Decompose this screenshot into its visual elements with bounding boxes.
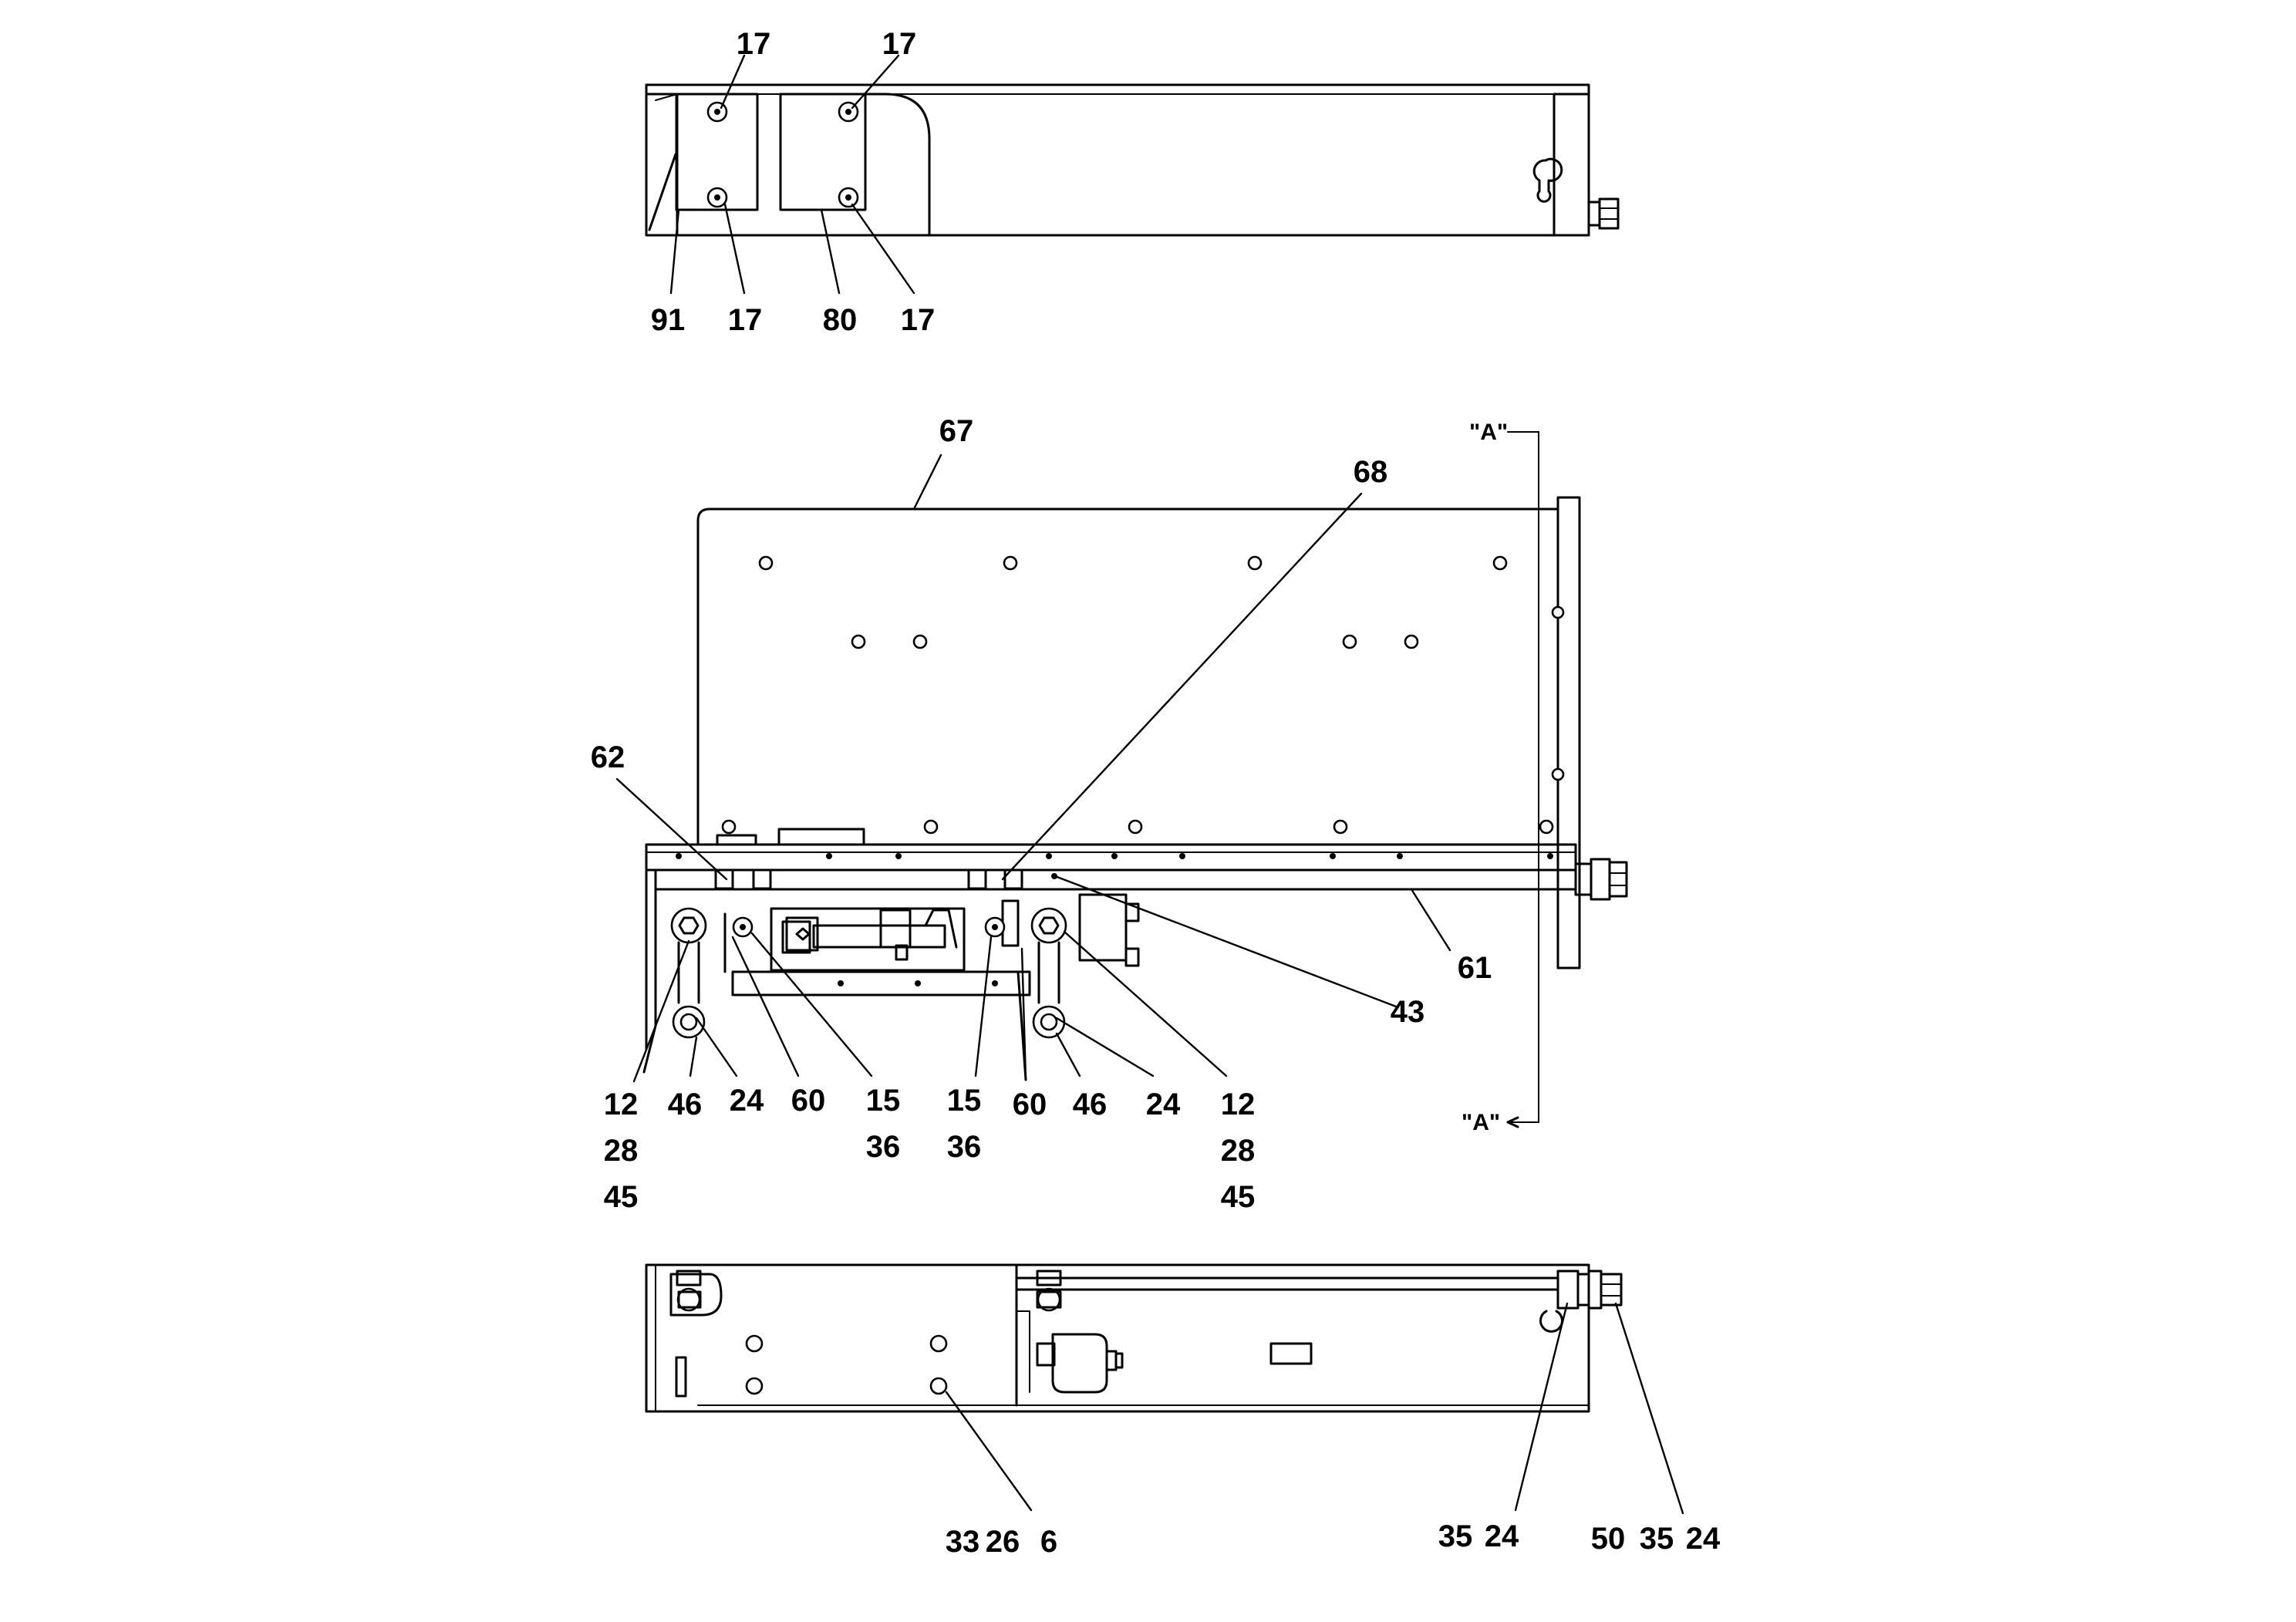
callout-33: 33 [946, 1525, 980, 1559]
callout-17-bottom-left: 17 [728, 303, 763, 337]
callout-17-top-left: 17 [737, 27, 771, 61]
callout-24-bottom-right: 24 [1686, 1522, 1721, 1556]
callout-24-right: 24 [1146, 1088, 1181, 1121]
callout-12-left: 12 [604, 1088, 639, 1121]
callout-17-top-right: 17 [882, 27, 917, 61]
middle-view: "A" "A" 67 68 62 61 43 12 28 45 46 24 60… [591, 414, 1628, 1214]
callout-46-right: 46 [1073, 1088, 1108, 1121]
callout-91: 91 [651, 303, 686, 337]
callout-67: 67 [939, 414, 974, 448]
callout-68: 68 [1354, 455, 1388, 489]
callout-15-left: 15 [866, 1084, 901, 1118]
section-mark-a-top: "A" [1469, 420, 1508, 445]
callout-28-right: 28 [1221, 1134, 1256, 1168]
callout-36-left: 36 [866, 1130, 901, 1164]
callout-50: 50 [1591, 1522, 1626, 1556]
callout-80: 80 [823, 303, 858, 337]
callout-62: 62 [591, 740, 625, 774]
callout-15-right: 15 [947, 1084, 982, 1118]
callout-28-left: 28 [604, 1134, 639, 1168]
callout-6: 6 [1040, 1525, 1057, 1559]
callout-60-right: 60 [1013, 1088, 1047, 1121]
callout-17-bottom-right: 17 [901, 303, 936, 337]
callout-36-right: 36 [947, 1130, 982, 1164]
callout-26: 26 [986, 1525, 1020, 1559]
callout-24-bottom-left: 24 [1485, 1519, 1519, 1553]
top-view: 17 17 91 17 80 17 [645, 27, 1620, 337]
callout-43: 43 [1391, 995, 1425, 1029]
callout-45-right: 45 [1221, 1180, 1256, 1214]
callout-46-left: 46 [668, 1088, 703, 1121]
callout-60-left: 60 [791, 1084, 826, 1118]
callout-45-left: 45 [604, 1180, 639, 1214]
callout-24-left: 24 [730, 1084, 764, 1118]
callout-35-right: 35 [1640, 1522, 1674, 1556]
callout-12-right: 12 [1221, 1088, 1256, 1121]
callout-35-left: 35 [1438, 1519, 1473, 1553]
callout-61: 61 [1458, 951, 1492, 985]
bottom-view: 33 26 6 35 24 50 35 24 [645, 1263, 1721, 1559]
section-mark-a-bottom: "A" [1462, 1110, 1500, 1135]
